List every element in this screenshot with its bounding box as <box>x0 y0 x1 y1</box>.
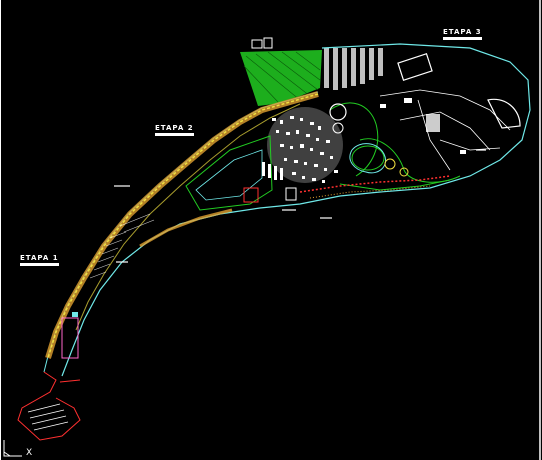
ucs-icon <box>3 440 22 457</box>
pond-feature <box>384 158 396 170</box>
entrance-building <box>285 187 297 201</box>
small-annotations <box>114 149 486 263</box>
gate-structure-2 <box>263 37 273 49</box>
etapa1-kiosk <box>72 312 78 317</box>
etapa1-beach-hatch <box>89 213 155 279</box>
roundabout <box>329 103 347 121</box>
label-etapa-2: ETAPA 2 <box>155 124 194 136</box>
parking-area-top <box>324 48 383 90</box>
promenade-inner-edge <box>75 103 301 331</box>
pond-feature-2 <box>399 167 409 177</box>
etapa3-roads <box>379 89 511 171</box>
etapa1-terminal-outline <box>17 371 81 441</box>
promenade-centerline <box>47 93 319 359</box>
etapa2-inner-lake <box>195 149 263 201</box>
etapa1-terminal-parking <box>27 403 69 431</box>
ucs-x-label: X <box>26 448 33 458</box>
large-building-north <box>397 53 433 81</box>
lower-shore-planting <box>299 175 451 193</box>
label-etapa-3: ETAPA 3 <box>443 28 482 40</box>
plaza-circle <box>332 122 344 134</box>
label-etapa-1: ETAPA 1 <box>20 254 59 266</box>
gate-structure <box>251 39 263 49</box>
etapa3-buildings <box>380 98 466 154</box>
park-paths <box>329 102 461 191</box>
building-cluster <box>267 107 343 183</box>
amphitheater <box>487 98 521 129</box>
coastline-outline <box>61 43 531 377</box>
red-structure <box>243 187 259 203</box>
etapa2-pier-buildings <box>262 162 283 180</box>
park-lake <box>349 143 386 174</box>
access-road <box>59 379 81 383</box>
green-parcel <box>240 50 322 106</box>
green-parcel-hatch <box>243 51 321 103</box>
etapa1-parking-lot <box>61 317 79 359</box>
lower-promenade <box>139 208 233 248</box>
etapa2-enclosure <box>185 135 273 211</box>
lower-shore-planting-2 <box>309 185 431 199</box>
